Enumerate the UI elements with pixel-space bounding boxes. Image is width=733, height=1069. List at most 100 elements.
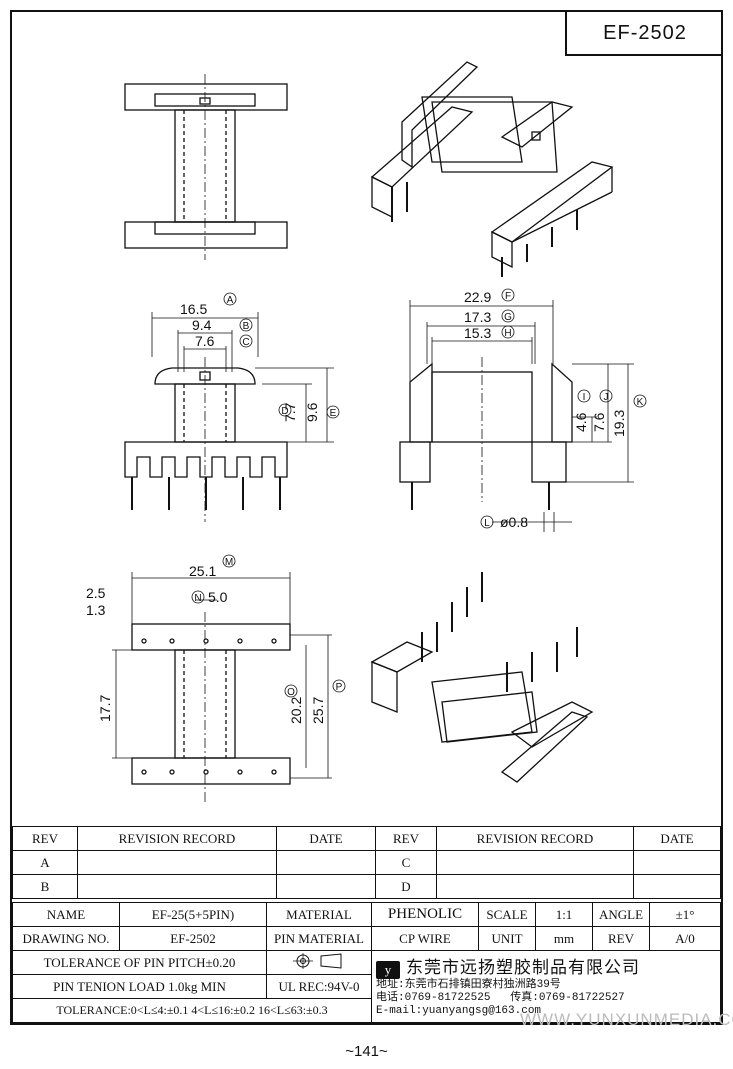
title-row-2: DRAWING NO. EF-2502 PIN MATERIAL CP WIRE… — [12, 926, 721, 951]
dim-n: 5.0 — [208, 589, 228, 605]
revision-header-row: REV REVISION RECORD DATE REV REVISION RE… — [12, 826, 721, 851]
table-row: B D — [12, 874, 721, 899]
pin-tension-load: PIN TENION LOAD 1.0kg MIN — [12, 974, 267, 999]
callout-k: K — [637, 397, 644, 408]
dim-i: 4.6 — [573, 412, 589, 432]
dim-m: 25.1 — [189, 563, 216, 579]
dim-p: 25.7 — [310, 697, 326, 724]
record-cell — [77, 850, 277, 875]
dim-l: ø0.8 — [500, 514, 528, 530]
title-row-1: NAME EF-25(5+5PIN) MATERIAL PHENOLIC SCA… — [12, 902, 721, 927]
isometric-view-bottom — [370, 572, 594, 783]
company-info: y 东莞市远扬塑胶制品有限公司 地址:东莞市石排镇田寮村独洲路39号 电话:076… — [371, 950, 721, 1023]
unit-label: UNIT — [478, 926, 536, 951]
table-row: A C — [12, 850, 721, 875]
revision-table: REV REVISION RECORD DATE REV REVISION RE… — [12, 826, 721, 899]
date-cell — [276, 874, 376, 899]
angle-label: ANGLE — [592, 902, 650, 927]
dim-c: 7.6 — [195, 333, 215, 349]
callout-p: P — [336, 682, 343, 693]
pin-material-label: PIN MATERIAL — [266, 926, 372, 951]
rev-cell: A — [12, 850, 78, 875]
date-cell — [633, 874, 721, 899]
rev-label: REV — [592, 926, 650, 951]
record-cell — [436, 850, 634, 875]
tolerance-general: TOLERANCE:0<L≤4:±0.1 4<L≤16:±0.2 16<L≤63… — [12, 998, 372, 1023]
projection-symbol — [266, 950, 372, 975]
angle-value: ±1° — [649, 902, 721, 927]
title-row-5: TOLERANCE:0<L≤4:±0.1 4<L≤16:±0.2 16<L≤63… — [12, 998, 721, 1023]
material-label: MATERIAL — [266, 902, 372, 927]
dim-k: 19.3 — [611, 410, 627, 437]
title-row-3: TOLERANCE OF PIN PITCH±0.20 y 东莞市远扬塑胶制品有限… — [12, 950, 721, 1023]
dim-177: 17.7 — [97, 695, 113, 722]
callout-n: N — [194, 593, 201, 604]
scale-value: 1:1 — [535, 902, 593, 927]
rev-header: REV — [12, 826, 78, 851]
dim-j: 7.6 — [591, 412, 607, 432]
top-plan-view — [124, 74, 288, 260]
callout-f: F — [505, 291, 511, 302]
record-cell — [77, 874, 277, 899]
callout-m: M — [225, 557, 233, 568]
rev-cell: B — [12, 874, 78, 899]
unit-value: mm — [535, 926, 593, 951]
dim-25: 2.5 — [86, 585, 106, 601]
bottom-plan-view — [112, 572, 332, 802]
drawing-no-label: DRAWING NO. — [12, 926, 120, 951]
callout-l: L — [484, 518, 490, 529]
callout-a: A — [227, 295, 234, 306]
record-cell — [436, 874, 634, 899]
name-label: NAME — [12, 902, 120, 927]
rev-header-2: REV — [375, 826, 437, 851]
side-elevation-view — [399, 300, 634, 532]
dim-f: 22.9 — [464, 289, 491, 305]
dim-e: 9.6 — [304, 402, 320, 422]
date-header-2: DATE — [633, 826, 721, 851]
dim-d: 7.7 — [282, 402, 298, 422]
page-number: ~141~ — [345, 1043, 388, 1060]
ul-rec: UL REC:94V-0 — [266, 974, 372, 999]
company-fax: 传真:0769-81722527 — [510, 992, 625, 1005]
drawing-number-box: EF-2502 — [565, 12, 723, 56]
drawing-no-value: EF-2502 — [119, 926, 267, 951]
date-header: DATE — [276, 826, 376, 851]
rev-cell: C — [375, 850, 437, 875]
revision-record-header: REVISION RECORD — [77, 826, 277, 851]
callout-o: O — [287, 687, 295, 698]
company-address: 地址:东莞市石排镇田寮村独洲路39号 — [376, 979, 561, 992]
company-phone: 电话:0769-81722525 — [376, 992, 491, 1005]
dim-13: 1.3 — [86, 602, 106, 618]
callout-d: D — [281, 406, 288, 417]
company-logo-icon: y — [376, 961, 400, 980]
date-cell — [633, 850, 721, 875]
tolerance-pin-pitch: TOLERANCE OF PIN PITCH±0.20 — [12, 950, 267, 975]
rev-value: A/0 — [649, 926, 721, 951]
callout-g: G — [504, 312, 512, 323]
watermark: WWW.YUNXUNMEDIA.COM — [520, 1010, 733, 1029]
drawing-sheet: EF-2502 — [10, 10, 723, 1025]
first-angle-projection-icon — [293, 952, 342, 969]
date-cell — [276, 850, 376, 875]
isometric-view-top — [370, 61, 614, 277]
dim-b: 9.4 — [192, 317, 212, 333]
material-value: PHENOLIC — [371, 902, 479, 927]
callout-b: B — [243, 321, 250, 332]
pin-material-value: CP WIRE — [371, 926, 479, 951]
rev-cell: D — [375, 874, 437, 899]
revision-record-header-2: REVISION RECORD — [436, 826, 634, 851]
callout-j: J — [604, 392, 609, 403]
name-value: EF-25(5+5PIN) — [119, 902, 267, 927]
callout-c: C — [242, 337, 249, 348]
company-name: 东莞市远扬塑胶制品有限公司 — [406, 958, 640, 978]
dim-a: 16.5 — [180, 301, 207, 317]
front-elevation-view — [124, 312, 334, 522]
dim-h: 15.3 — [464, 325, 491, 341]
technical-drawing: 16.5 9.4 7.6 7.7 9.6 22.9 17.3 15.3 4.6 … — [86, 61, 647, 802]
callout-h: H — [504, 328, 511, 339]
scale-label: SCALE — [478, 902, 536, 927]
title-block: NAME EF-25(5+5PIN) MATERIAL PHENOLIC SCA… — [12, 902, 721, 1023]
company-email: E-mail:yuanyangsg@163.com — [376, 1005, 542, 1018]
callout-e: E — [330, 408, 337, 419]
dim-o: 20.2 — [288, 697, 304, 724]
